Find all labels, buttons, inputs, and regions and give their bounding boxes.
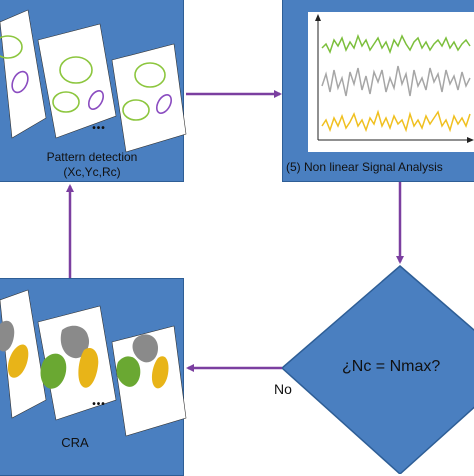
cra-caption: CRA (61, 435, 89, 450)
pattern-sheet-1 (0, 9, 47, 139)
purple-circle (11, 70, 29, 94)
cra-sheet-3 (111, 325, 187, 437)
green-circle (0, 35, 23, 59)
signal-caption: (5) Non linear Signal Analysis (286, 160, 443, 174)
signal-line-green (321, 33, 471, 55)
ellipsis-bottom: ••• (92, 399, 106, 410)
pattern-sheet-2 (37, 23, 117, 139)
signal-line-yellow (321, 109, 471, 133)
pattern-caption-line2: (Xc,Yc,Rc) (63, 165, 121, 179)
signal-chart (308, 12, 474, 152)
signal-line-gray (321, 65, 471, 97)
pattern-caption-line1: Pattern detection (46, 150, 138, 164)
ellipsis-top: ••• (92, 123, 106, 134)
decision-diamond (280, 265, 474, 474)
decision-text: ¿Nc = Nmax? (342, 358, 441, 375)
pattern-sheet-3 (111, 43, 187, 153)
cra-sheet-2 (37, 305, 117, 421)
cra-sheet-1 (0, 289, 47, 419)
no-label: No (274, 381, 292, 397)
